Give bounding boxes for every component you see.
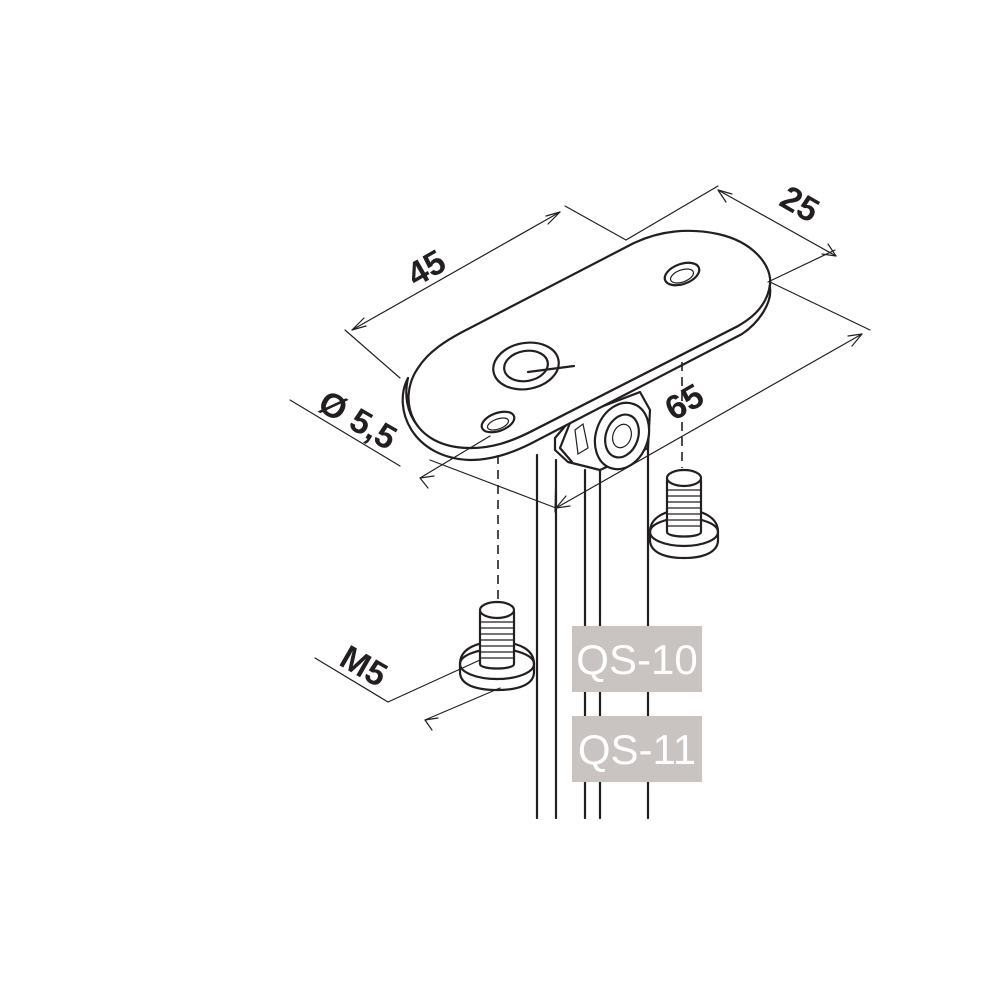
dimension-thread: [314, 657, 501, 731]
model-tag-qs10: QS-10: [572, 626, 702, 692]
dimension-25-label: 25: [774, 179, 826, 231]
hole-axis-lines: [497, 362, 683, 600]
screw-left: [458, 600, 536, 692]
saddle-plate: [401, 229, 772, 462]
bend-symbol-icon: [492, 341, 576, 391]
model-tag-qs10-label: QS-10: [576, 636, 697, 683]
dimension-45-label: 45: [401, 243, 453, 295]
model-tag-qs11-label: QS-11: [578, 726, 696, 773]
dimension-hole: [289, 399, 491, 489]
model-tag-qs11: QS-11: [572, 716, 702, 782]
thread-size-label: M5: [334, 638, 394, 695]
hole-diameter-label: Ø 5,5: [312, 383, 403, 457]
dimension-65: [429, 281, 871, 513]
dimension-65-label: 65: [659, 377, 711, 429]
screw-right: [648, 468, 720, 560]
hinge-joint: [553, 390, 652, 472]
dimension-45: [344, 205, 627, 379]
dimension-25: [625, 185, 837, 283]
